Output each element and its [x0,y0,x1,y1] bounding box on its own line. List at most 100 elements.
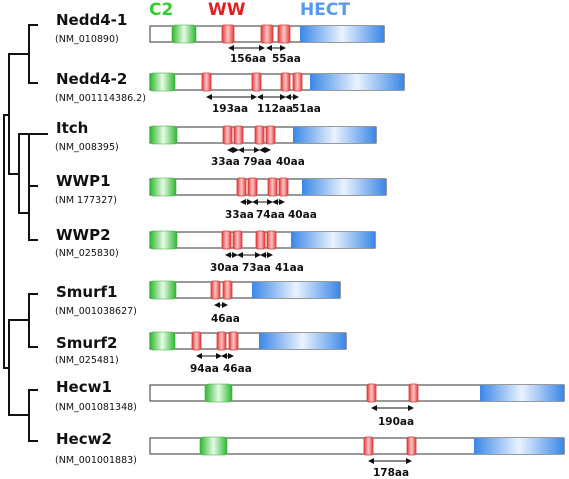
hect-domain [252,282,340,298]
c2-domain [149,230,178,250]
protein-name: Nedd4-1 [56,11,127,29]
protein-name: Hecw1 [56,378,112,396]
protein-row-wwp1: WWP1 (NM 177327) 33aa 74aa 40aa [55,172,387,221]
ww-domain [216,331,227,351]
protein-name: Hecw2 [56,430,112,448]
hect-domain [300,26,384,42]
accession-number: (NM_008395) [55,142,119,153]
ww-domain [408,383,419,403]
spacer-length: 193aa [212,103,248,115]
spacer-length: 33aa [211,156,240,168]
spacer-length: 30aa [210,262,239,274]
protein-name: Smurf2 [56,334,117,352]
hect-domain [310,74,404,90]
c2-domain [204,383,233,403]
c2-domain [149,280,177,300]
protein-row-hecw1: Hecw1 (NM_001081348) 190aa [55,378,565,428]
c2-domain [149,177,177,197]
hect-domain [293,127,376,143]
ww-domain [280,72,291,92]
ww-domain [233,125,244,145]
protein-name: WWP2 [56,226,111,244]
accession-number: (NM_001081348) [55,402,137,413]
spacer-length: 178aa [373,467,409,479]
protein-row-smurf1: Smurf1 (NM_001038627) 46aa [55,280,341,325]
spacer-length: 94aa [190,363,219,375]
ww-domain [222,280,233,300]
accession-number: (NM_010890) [55,34,119,45]
hect-domain [291,232,375,248]
ww-domain [267,177,278,197]
c2-domain [149,72,176,92]
tree-branch [28,293,38,348]
hect-domain [302,179,386,195]
c2-domain [199,436,228,456]
accession-number: (NM_001114386.2) [55,93,146,104]
ww-domain [236,177,247,197]
ww-domain [260,24,274,44]
ww-domain [255,230,266,250]
protein-name: Itch [56,119,88,137]
accession-number: (NM_001001883) [55,455,137,466]
accession-number: (NM_025481) [55,355,119,366]
protein-row-nedd4-1: Nedd4-1 (NM_010890) 156aa 55aa [55,11,385,65]
ww-domain [201,72,212,92]
spacer-length: 46aa [211,313,240,325]
spacer-length: 79aa [243,156,272,168]
ww-domain [254,125,265,145]
accession-number: (NM_025830) [55,248,119,259]
spacer-length: 55aa [272,53,301,65]
protein-row-wwp2: WWP2 (NM_025830) 30aa 73aa 41aa [55,226,376,274]
protein-row-smurf2: Smurf2 (NM_025481) 94aa 46aa [55,331,347,375]
protein-name: WWP1 [56,172,111,190]
tree-branch [28,24,38,84]
tree-branch [28,186,38,241]
phylogenetic-tree [3,24,48,442]
ww-domain [228,331,239,351]
ww-domain [247,177,258,197]
ww-domain [278,177,289,197]
spacer-length: 40aa [276,156,305,168]
accession-number: (NM_001038627) [55,306,137,317]
hect-domain [259,333,346,349]
protein-name: Smurf1 [56,283,117,301]
spacer-length: 112aa [257,103,293,115]
ww-domain [366,383,377,403]
ww-domain [266,230,277,250]
ww-domain [292,72,303,92]
spacer-length: 190aa [378,416,414,428]
ww-domain [406,436,417,456]
c2-domain [171,24,197,44]
legend: C2 WW HECT [149,0,350,20]
ww-domain [265,125,276,145]
spacer-length: 46aa [223,363,252,375]
ww-domain [221,230,232,250]
ww-domain [222,125,233,145]
tree-branch [28,133,48,187]
ww-domain [251,72,262,92]
protein-row-itch: Itch (NM_008395) 33aa 79aa 40aa [55,119,377,168]
legend-hect: HECT [300,0,350,20]
hect-domain [474,438,564,454]
hect-domain [480,385,564,401]
ww-domain [232,230,243,250]
tree-branch [3,114,9,369]
accession-number: (NM 177327) [55,195,117,206]
protein-name: Nedd4-2 [56,70,127,88]
legend-c2: C2 [149,0,173,20]
tree-branch [8,319,29,416]
c2-domain [149,331,176,351]
spacer-length: 74aa [256,209,285,221]
c2-domain [149,125,178,145]
tree-branch [18,133,29,214]
spacer-length: 40aa [288,209,317,221]
spacer-length: 156aa [230,53,266,65]
ww-domain [221,24,235,44]
protein-row-hecw2: Hecw2 (NM_001001883) 178aa [55,430,565,479]
spacer-length: 51aa [292,103,321,115]
ww-domain [191,331,202,351]
protein-row-nedd4-2: Nedd4-2 (NM_001114386.2) 193aa 112aa 51a… [55,70,405,115]
spacer-length: 33aa [225,209,254,221]
ww-domain [363,436,374,456]
